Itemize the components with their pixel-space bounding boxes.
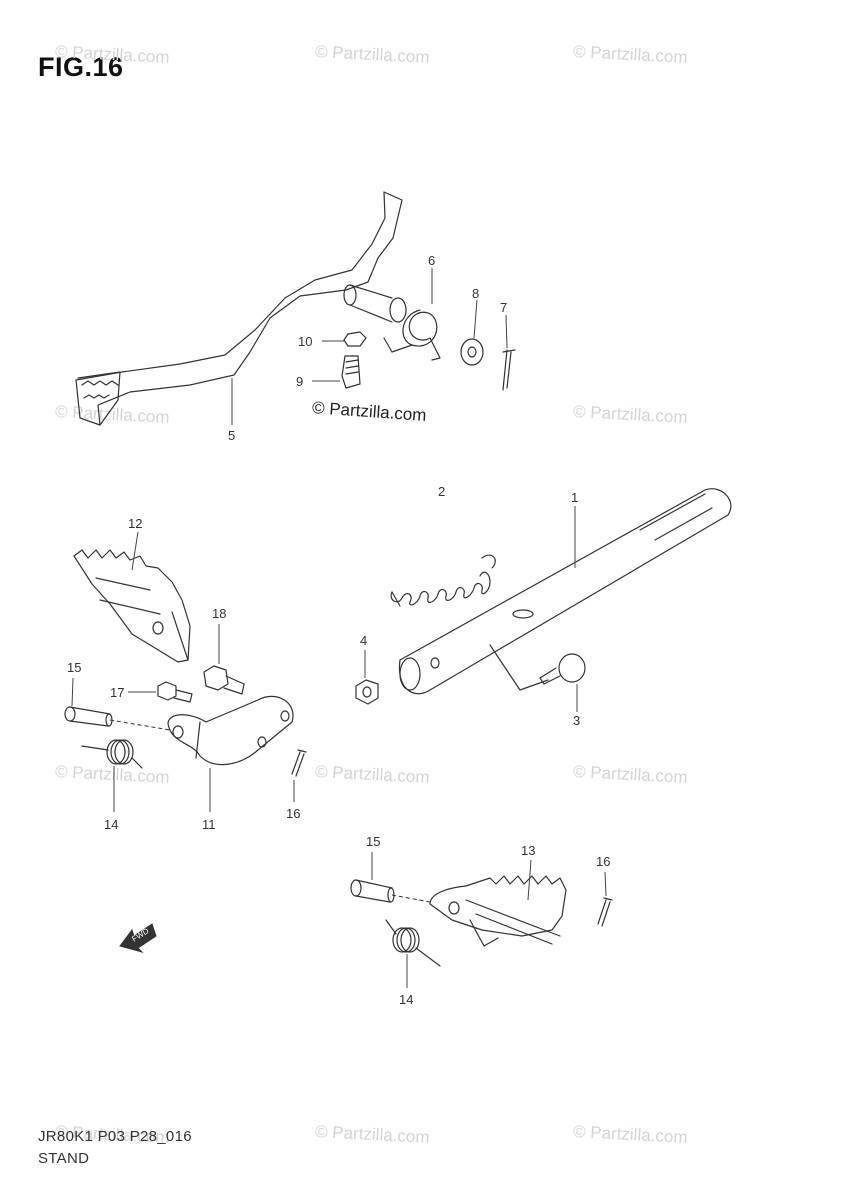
cotter-pin-left bbox=[291, 749, 307, 777]
callout-16b: 16 bbox=[596, 854, 610, 869]
callout-15a: 15 bbox=[67, 660, 81, 675]
callout-1: 1 bbox=[571, 490, 578, 505]
callout-5: 5 bbox=[228, 428, 235, 443]
footrest-peg-right bbox=[429, 875, 567, 947]
figure-title: FIG.16 bbox=[38, 52, 124, 82]
return-spring bbox=[383, 309, 441, 361]
callout-7: 7 bbox=[500, 300, 507, 315]
callout-18: 18 bbox=[212, 606, 226, 621]
callout-9: 9 bbox=[296, 374, 303, 389]
callout-8: 8 bbox=[472, 286, 479, 301]
cotter-pin-right bbox=[597, 897, 613, 927]
callout-12: 12 bbox=[128, 516, 142, 531]
footrest-pin-left bbox=[64, 706, 113, 727]
stand-nut bbox=[355, 679, 379, 705]
small-bolt bbox=[157, 681, 193, 703]
nut bbox=[343, 331, 367, 347]
footrest-spring-right bbox=[385, 919, 441, 967]
callout-6: 6 bbox=[428, 253, 435, 268]
callout-15b: 15 bbox=[366, 834, 380, 849]
cotter-pin bbox=[502, 349, 516, 391]
forward-arrow-icon: FWD bbox=[119, 923, 157, 953]
footrest-spring-left bbox=[81, 739, 143, 769]
footrest-pin-right bbox=[350, 879, 395, 903]
callout-14a: 14 bbox=[104, 817, 118, 832]
callout-2: 2 bbox=[438, 484, 445, 499]
callout-4: 4 bbox=[360, 633, 367, 648]
callout-14b: 14 bbox=[399, 992, 413, 1007]
adjust-bolt bbox=[341, 355, 361, 389]
peg-bolt bbox=[203, 665, 245, 695]
footrest-peg-left bbox=[73, 549, 191, 663]
callout-17: 17 bbox=[110, 685, 124, 700]
stand-bolt bbox=[539, 653, 586, 685]
side-stand bbox=[398, 488, 732, 695]
callout-16a: 16 bbox=[286, 806, 300, 821]
callout-11: 11 bbox=[202, 817, 216, 832]
callout-10: 10 bbox=[298, 334, 312, 349]
brake-pedal bbox=[75, 191, 407, 426]
diagram-code: JR80K1 P03 P28_016 bbox=[38, 1128, 192, 1145]
diagram-caption: STAND bbox=[38, 1150, 90, 1167]
callout-13: 13 bbox=[521, 843, 535, 858]
stand-spring bbox=[390, 554, 496, 607]
callout-3: 3 bbox=[573, 713, 580, 728]
washer bbox=[460, 338, 484, 366]
footrest-bracket bbox=[167, 695, 294, 766]
